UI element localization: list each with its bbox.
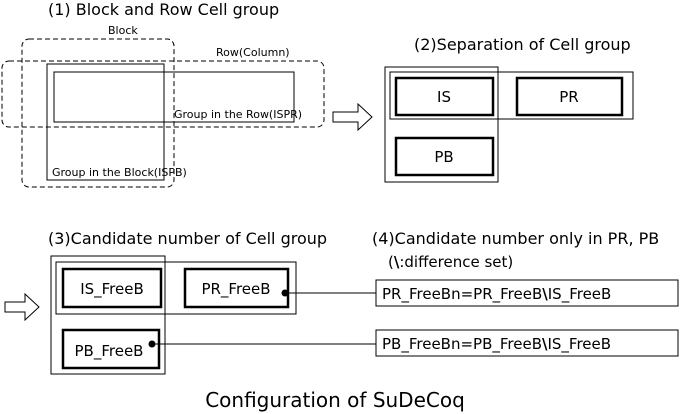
row-label: Row(Column) (216, 46, 290, 59)
hollow-arrow-right (332, 102, 373, 132)
is-box (394, 76, 495, 117)
section-3-title: (3)Candidate number of Cell group (48, 229, 327, 248)
pb-formula-box (375, 329, 679, 357)
block-label: Block (108, 24, 138, 37)
pb-label: PB (434, 148, 453, 166)
pr-freeb-label: PR_FreeB (201, 280, 270, 299)
difference-set-note: (\:difference set) (388, 253, 513, 271)
setminus-symbol: \ (542, 285, 548, 303)
pb-box (394, 136, 495, 177)
hollow-arrow-right (4, 292, 40, 322)
sep-outer-block (384, 66, 499, 183)
pr-box (515, 76, 624, 117)
ispr-box (53, 71, 295, 123)
pb-formula: PB_FreeBn=PB_FreeB\IS_FreeB (382, 335, 611, 354)
block-dashed-region (21, 38, 175, 188)
cand-outer-block (50, 255, 166, 375)
ispr-label: Group in the Row(ISPR) (174, 108, 302, 121)
section-1-title: (1) Block and Row Cell group (48, 0, 279, 19)
setminus-symbol: \ (542, 335, 548, 353)
cand-outer-row (55, 261, 297, 315)
sep-outer-row (389, 71, 634, 120)
pb-freeb-label: PB_FreeB (75, 342, 144, 361)
setminus-symbol: \ (394, 253, 400, 271)
pb-freeb-box (61, 328, 161, 370)
row-dashed-region (1, 60, 325, 128)
section-2-title: (2)Separation of Cell group (414, 35, 631, 54)
is-freeb-label: IS_FreeB (80, 280, 144, 299)
pr-formula: PR_FreeBn=PR_FreeB\IS_FreeB (382, 285, 611, 304)
ispb-label: Group in the Block(ISPB) (52, 166, 187, 179)
section-4-title: (4)Candidate number only in PR, PB (372, 229, 659, 248)
is-label: IS (437, 88, 451, 106)
is-freeb-box (61, 267, 163, 309)
figure-caption: Configuration of SuDeCoq (205, 388, 465, 412)
pr-formula-box (375, 279, 679, 307)
pr-label: PR (559, 88, 578, 106)
pr-freeb-box (183, 267, 290, 309)
